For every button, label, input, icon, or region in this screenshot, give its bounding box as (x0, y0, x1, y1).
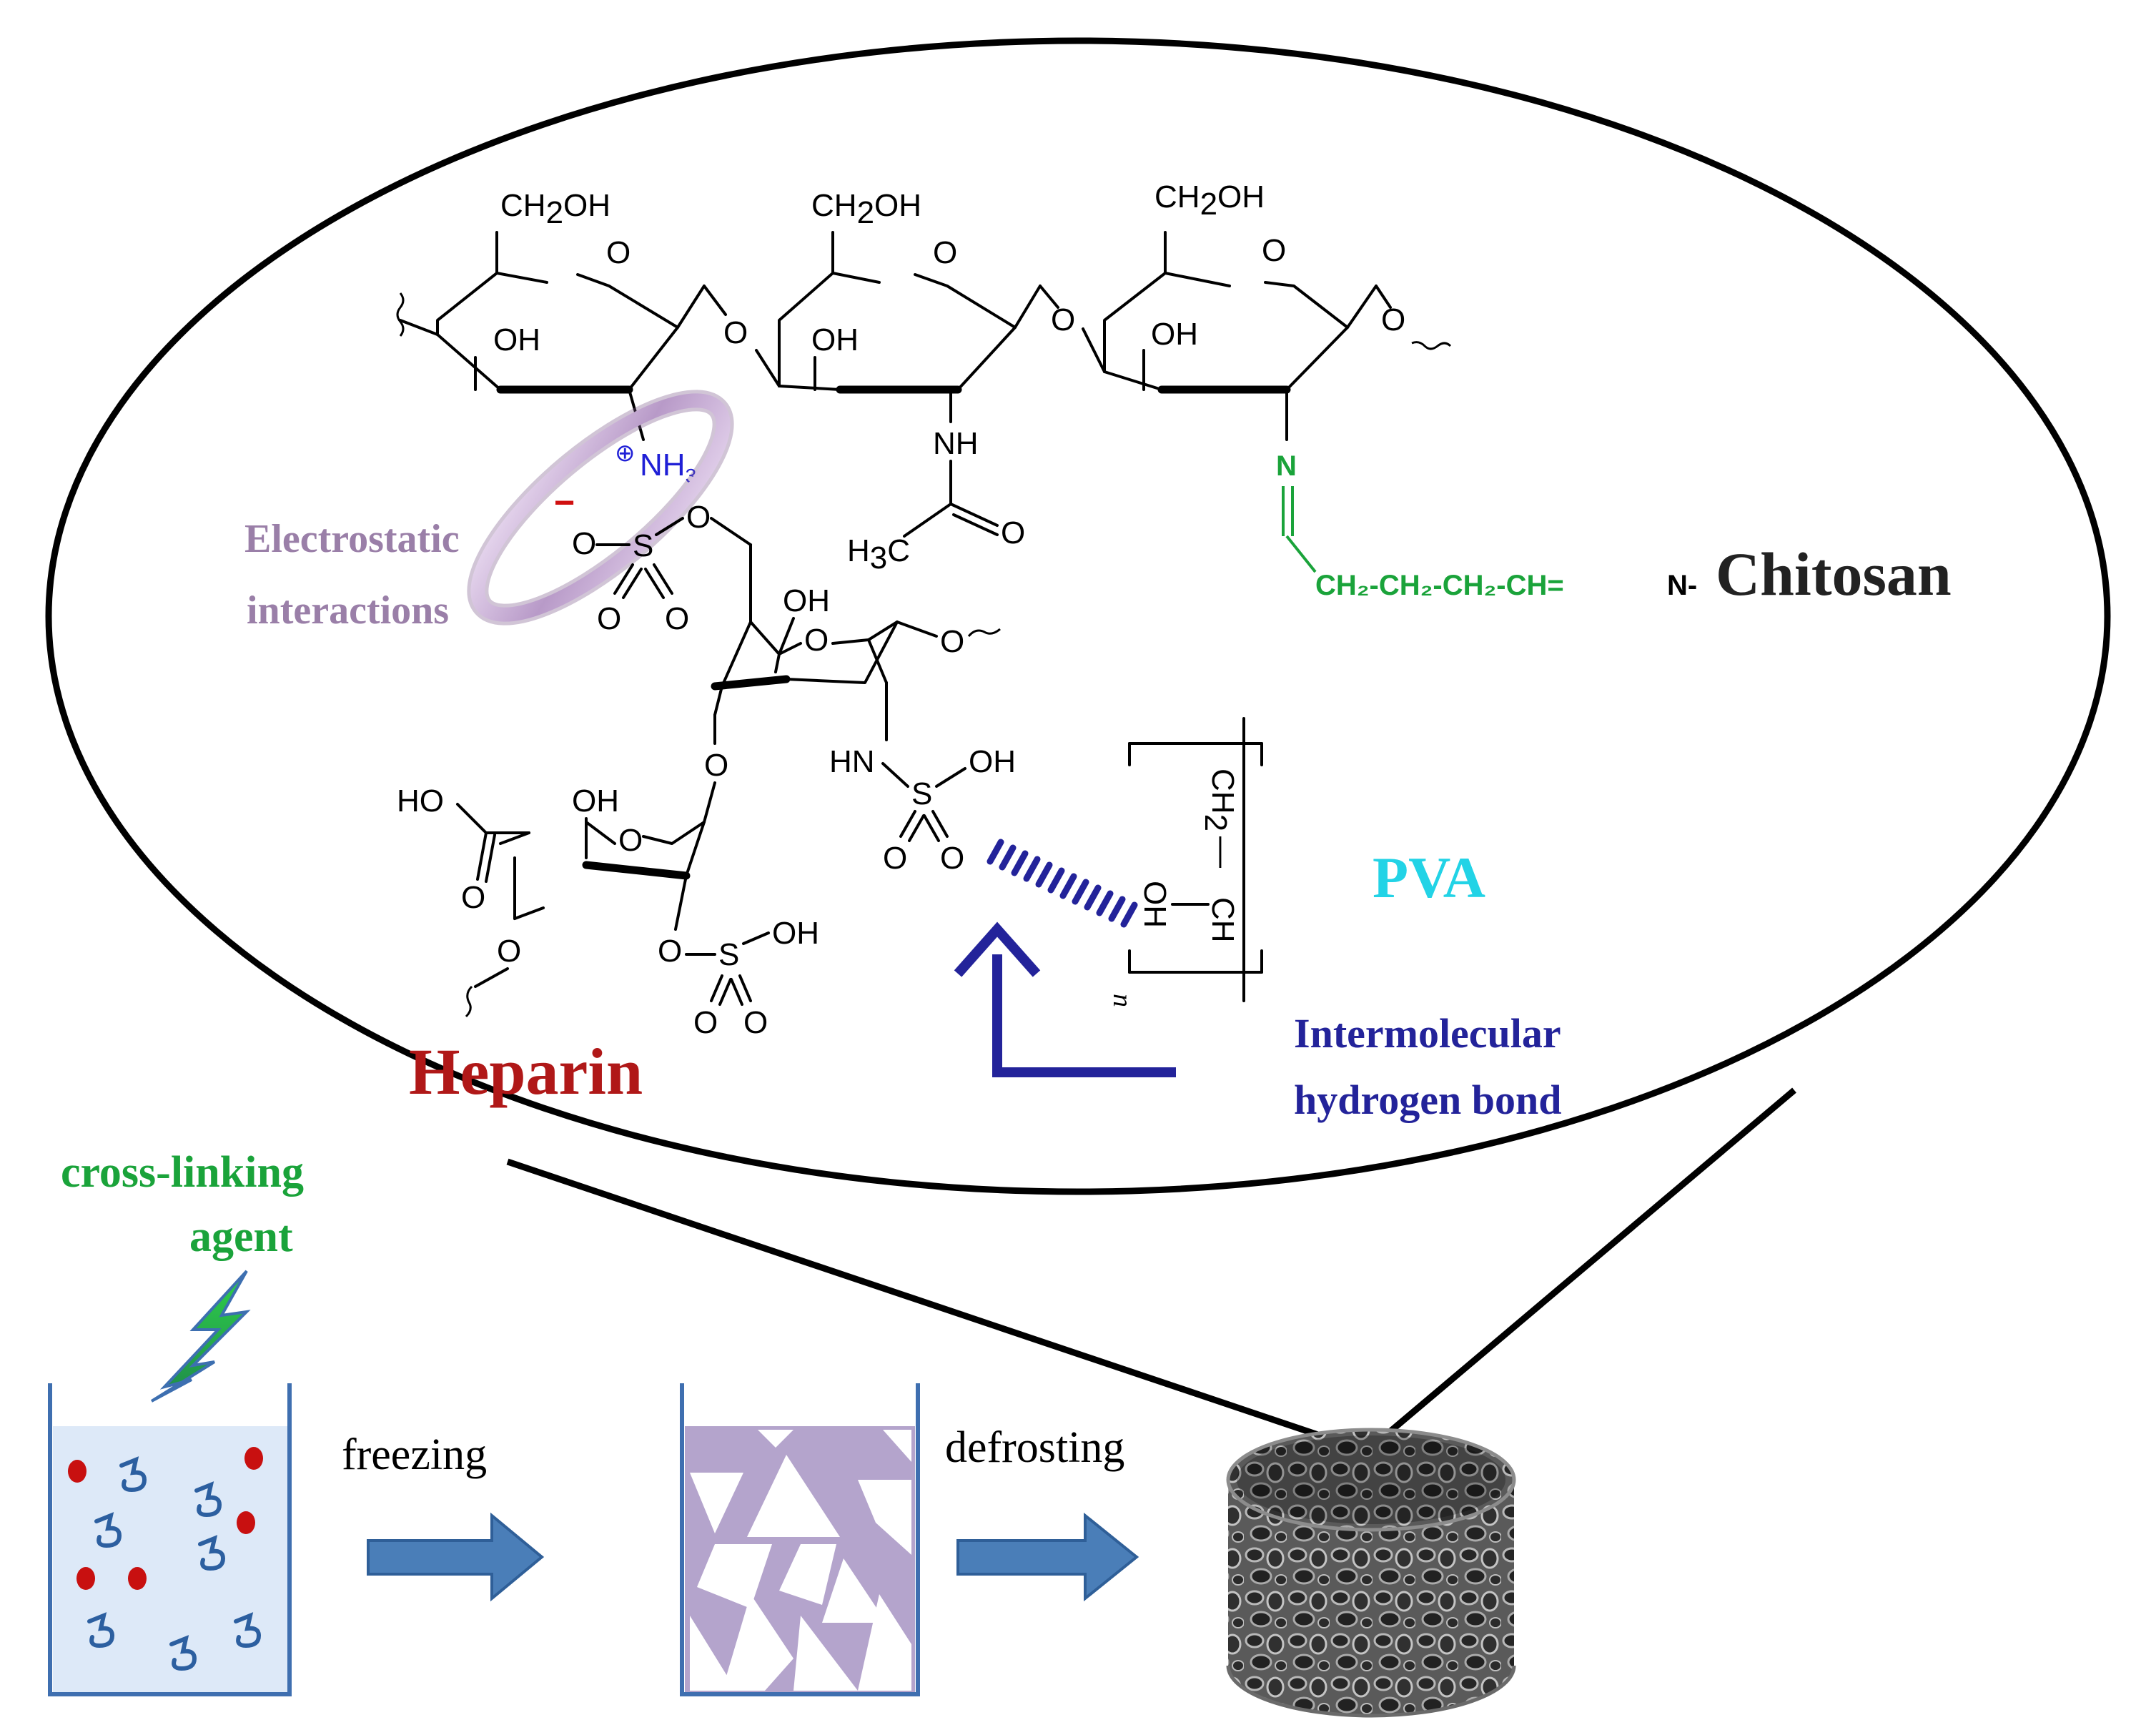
polymer-particles (68, 1447, 263, 1590)
hep-ring-b-o2: O (658, 934, 682, 969)
label-freezing: freezing (342, 1430, 487, 1479)
label-electrostatic-2: interactions (247, 588, 449, 633)
electrostatic-ring (467, 390, 734, 626)
sulfate1-o-left: O (572, 526, 596, 561)
label-intermolecular-1: Intermolecular (1294, 1010, 1561, 1057)
nh3-plus: ⊕ (615, 440, 636, 467)
ring1-o: O (606, 235, 631, 270)
ring3-o: O (1262, 233, 1286, 268)
hep-cooh-o: O (461, 880, 485, 915)
ring2-ch2oh: CH2OH (811, 188, 921, 230)
hep-s2: S (911, 776, 932, 811)
hep-s2-o-b: O (940, 841, 964, 876)
ring2-o: O (933, 235, 957, 270)
imine-n: N (1276, 450, 1297, 482)
zoom-ellipse (45, 37, 2111, 1195)
hep-ring-a-oh: OH (783, 583, 830, 618)
hbond-pointer-arrow (954, 921, 1176, 1077)
ring1-ch2oh: CH2OH (500, 188, 610, 230)
hep-s2-o-a: O (883, 841, 907, 876)
chitosan-backbone: CH2OH O OH O CH2OH O OH NH O H3C O (396, 179, 1697, 601)
hep-ring-b-oh: OH (572, 784, 619, 819)
beaker-frozen (680, 1383, 920, 1696)
pva-ch2: CH2 (1198, 768, 1240, 831)
hep-s2-oh: OH (969, 744, 1016, 779)
crosslink-bolt-icon (150, 1270, 251, 1403)
beaker-solution (48, 1383, 292, 1696)
crosslinker-chain: CH₂-CH₂-CH₂-CH= (1315, 570, 1564, 601)
hep-hn: HN (829, 744, 875, 779)
pva-ch: CH (1205, 897, 1240, 943)
sulfate-minus: − (554, 483, 575, 523)
ring2-oh: OH (811, 322, 859, 357)
glyco-o-1: O (723, 315, 748, 350)
label-heparin: Heparin (409, 1035, 643, 1108)
porous-hydrogel-cylinder (1226, 1428, 1516, 1718)
hep-s3-o-b: O (743, 1005, 768, 1040)
ring3-ch2oh: CH2OH (1154, 179, 1265, 222)
label-crosslink-2: agent (189, 1212, 293, 1261)
hep-s3-o-a: O (693, 1005, 718, 1040)
hep-cooh-ho: HO (397, 784, 444, 819)
ice-crystals (690, 1430, 911, 1691)
ring2-h3c: H3C (847, 533, 910, 575)
hep-ring-a-o-link: O (940, 624, 964, 659)
ring3-oh: OH (1151, 317, 1198, 352)
sulfate1-o-bridge: O (686, 500, 711, 535)
sulfate1-s: S (633, 528, 653, 563)
label-crosslink-1: cross-linking (61, 1148, 304, 1197)
hep-s3: S (718, 937, 739, 972)
label-defrosting: defrosting (945, 1423, 1124, 1472)
pva-structure: CH2 — CH OH n (1107, 717, 1263, 1007)
label-electrostatic-1: Electrostatic (244, 517, 460, 561)
hep-ring-b-o-link: O (497, 934, 521, 969)
hydrogen-bond-dashes (986, 839, 1138, 928)
label-pva: PVA (1373, 845, 1485, 910)
freezing-arrow (367, 1512, 545, 1602)
label-chitosan: Chitosan (1716, 540, 1952, 608)
pva-n: n (1107, 994, 1137, 1007)
sulfate1-o-b: O (665, 601, 689, 636)
hep-ring-a-o: O (804, 623, 829, 658)
ring1-oh: OH (493, 322, 540, 357)
hep-ring-b-o: O (618, 823, 643, 858)
hep-s3-oh: OH (772, 916, 819, 951)
ring2-carbonyl-o: O (1001, 515, 1025, 550)
callout-line-left (506, 1158, 1368, 1455)
ring3-o-end: O (1381, 302, 1405, 337)
crosslinker-n: N- (1667, 570, 1697, 601)
pva-oh: OH (1137, 881, 1172, 928)
pva-dash: — (1205, 836, 1240, 868)
heparin-structure: − O S O O O O OH O HN S OH O (397, 483, 1016, 1040)
sulfate1-o-a: O (597, 601, 621, 636)
ring2-nh: NH (933, 426, 979, 461)
hep-link-o: O (704, 748, 728, 783)
callout-line-right (1365, 1087, 1796, 1454)
glyco-o-2: O (1051, 302, 1075, 337)
label-intermolecular-2: hydrogen bond (1294, 1077, 1561, 1123)
defrosting-arrow (956, 1512, 1139, 1602)
polymer-coils (87, 1456, 262, 1671)
